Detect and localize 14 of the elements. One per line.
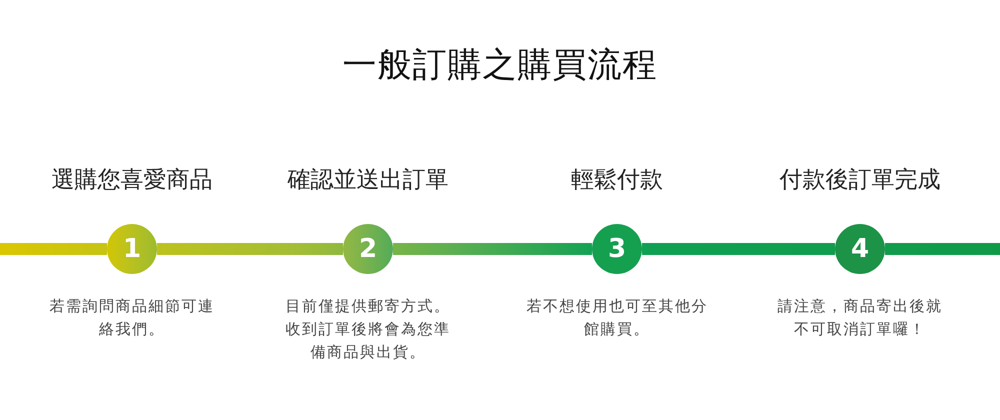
connector-line [393,243,592,255]
step-description: 請注意，商品寄出後就不可取消訂單囉！ [776,296,944,340]
step-description: 目前僅提供郵寄方式。收到訂單後將會為您準備商品與出貨。 [284,296,452,363]
step-heading: 確認並送出訂單 [288,166,448,195]
diagram-title: 一般訂購之購買流程 [342,44,658,86]
step-heading: 輕鬆付款 [571,166,663,195]
step-description: 若需詢問商品細節可連絡我們。 [48,296,216,340]
connector-line [885,243,1000,255]
step-description: 若不想使用也可至其他分館購買。 [525,296,709,340]
step-heading: 選購您喜愛商品 [52,166,212,195]
connector-line [157,243,343,255]
connector-line [642,243,835,255]
connector-line [0,243,107,255]
step-heading: 付款後訂單完成 [780,166,940,195]
